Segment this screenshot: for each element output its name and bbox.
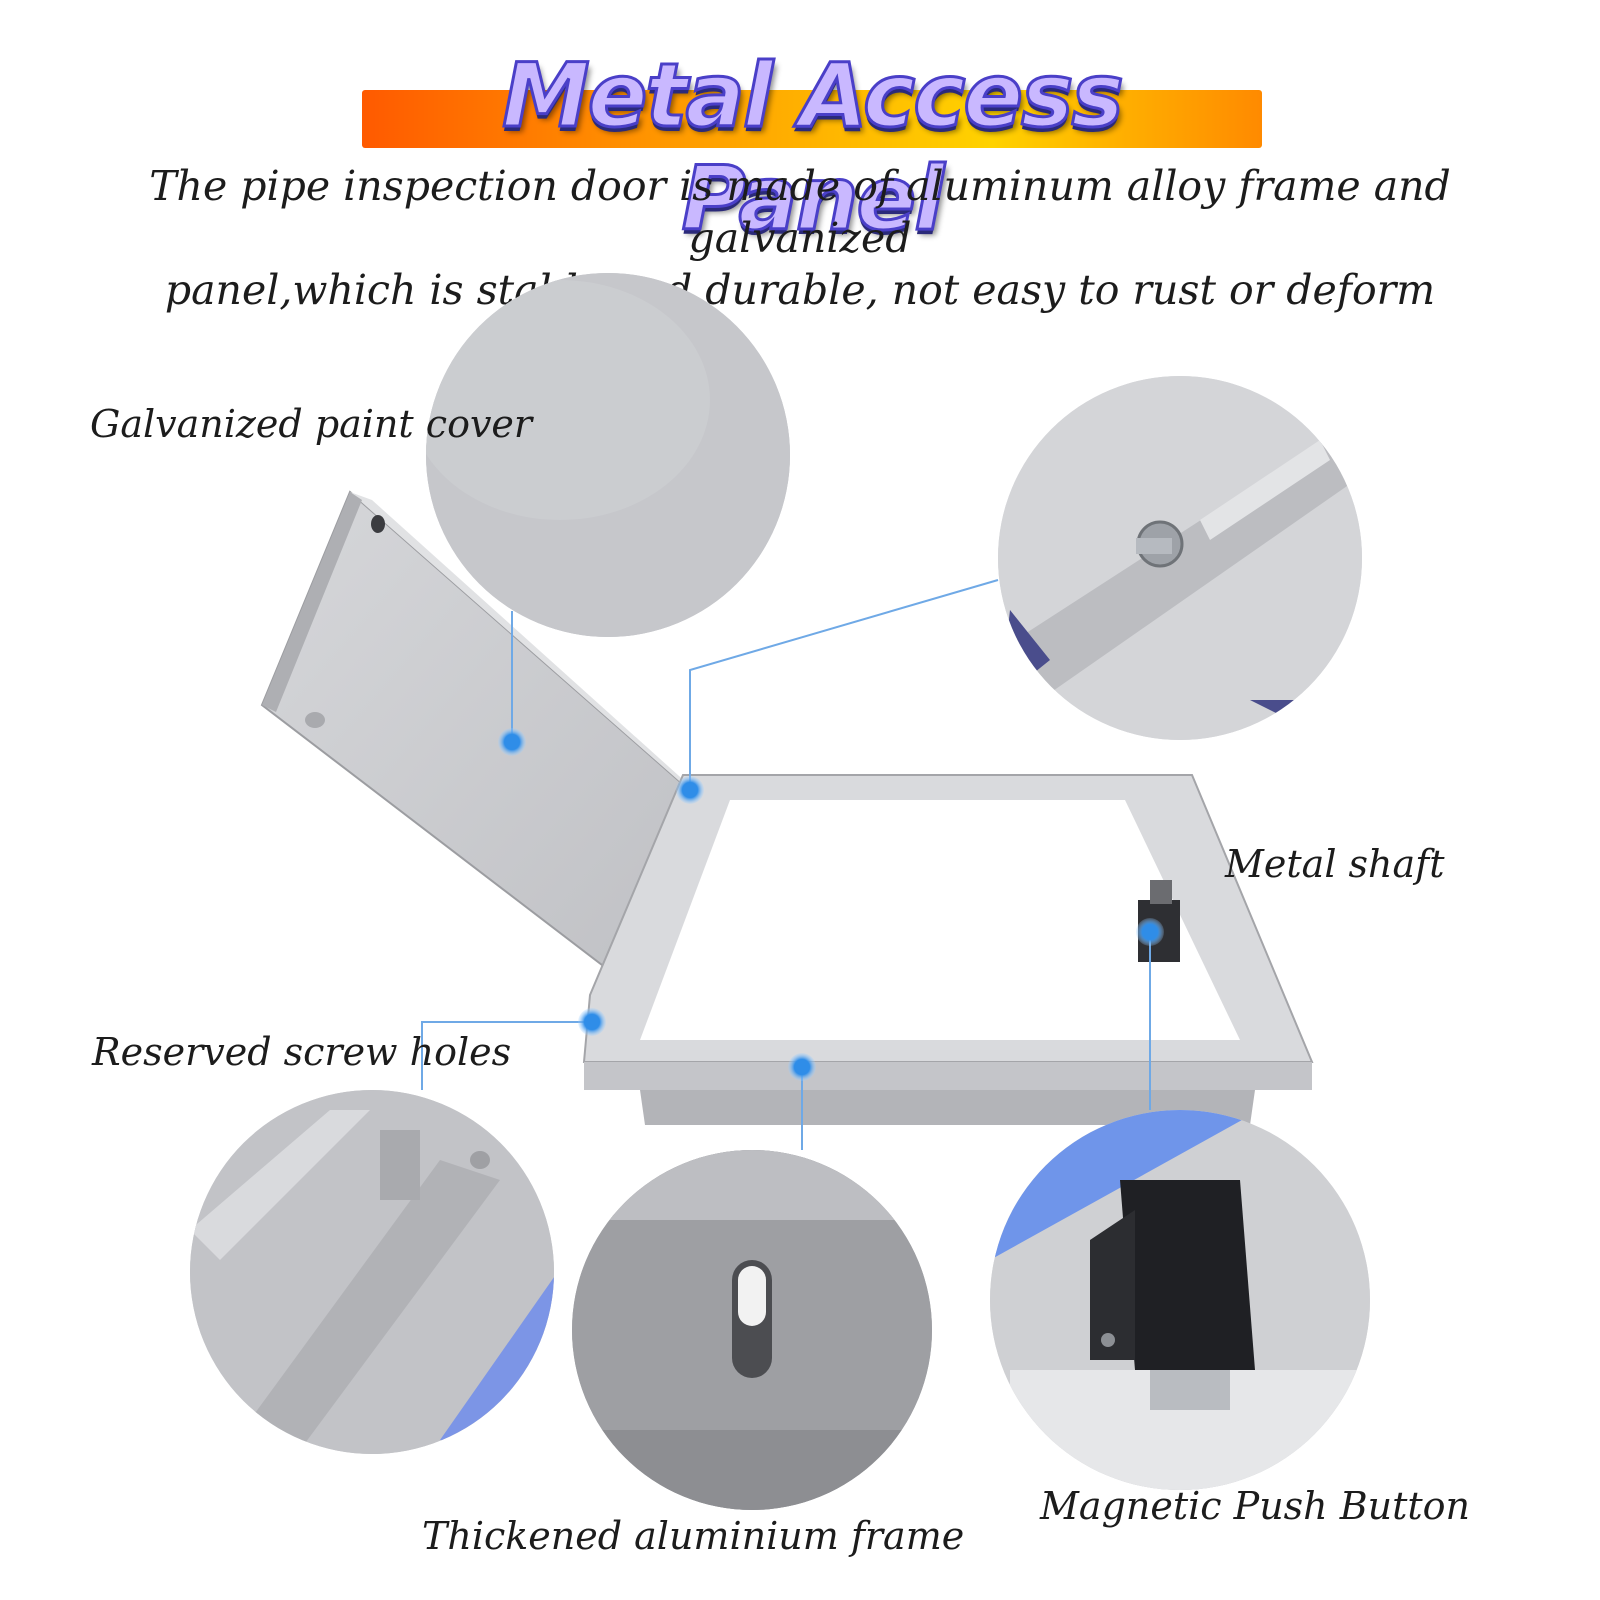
detail-circle-push-button <box>990 1110 1370 1490</box>
detail-circle-cover <box>426 273 790 637</box>
subtitle-line-1: The pipe inspection door is made of alum… <box>149 162 1451 262</box>
title-banner: Metal Access Panel <box>362 43 1262 252</box>
access-panel-frame <box>582 774 1314 1125</box>
callout-dot-frame <box>788 1053 816 1081</box>
callout-dot-screw-holes <box>578 1008 606 1036</box>
label-push-button: Magnetic Push Button <box>1040 1484 1471 1528</box>
access-panel-lid <box>260 490 748 1042</box>
page-title: Metal Access Panel <box>501 43 1126 252</box>
callout-dot-shaft <box>676 776 704 804</box>
subtitle: The pipe inspection door is made of alum… <box>40 160 1560 316</box>
detail-circle-screw-holes <box>190 1090 554 1454</box>
label-aluminium-frame: Thickened aluminium frame <box>422 1514 965 1558</box>
leader-lines <box>421 579 1151 1150</box>
title-underline-bar <box>362 90 1262 148</box>
label-screw-holes: Reserved screw holes <box>92 1030 512 1074</box>
callout-dot-cover <box>498 728 526 756</box>
detail-circle-frame <box>572 1150 932 1510</box>
subtitle-line-2: panel,which is stable and durable, not e… <box>164 266 1436 314</box>
detail-circle-shaft <box>998 376 1362 740</box>
label-metal-shaft: Metal shaft <box>1225 842 1445 886</box>
label-galvanized-cover: Galvanized paint cover <box>90 402 533 446</box>
callout-dot-push-button <box>1136 918 1164 946</box>
